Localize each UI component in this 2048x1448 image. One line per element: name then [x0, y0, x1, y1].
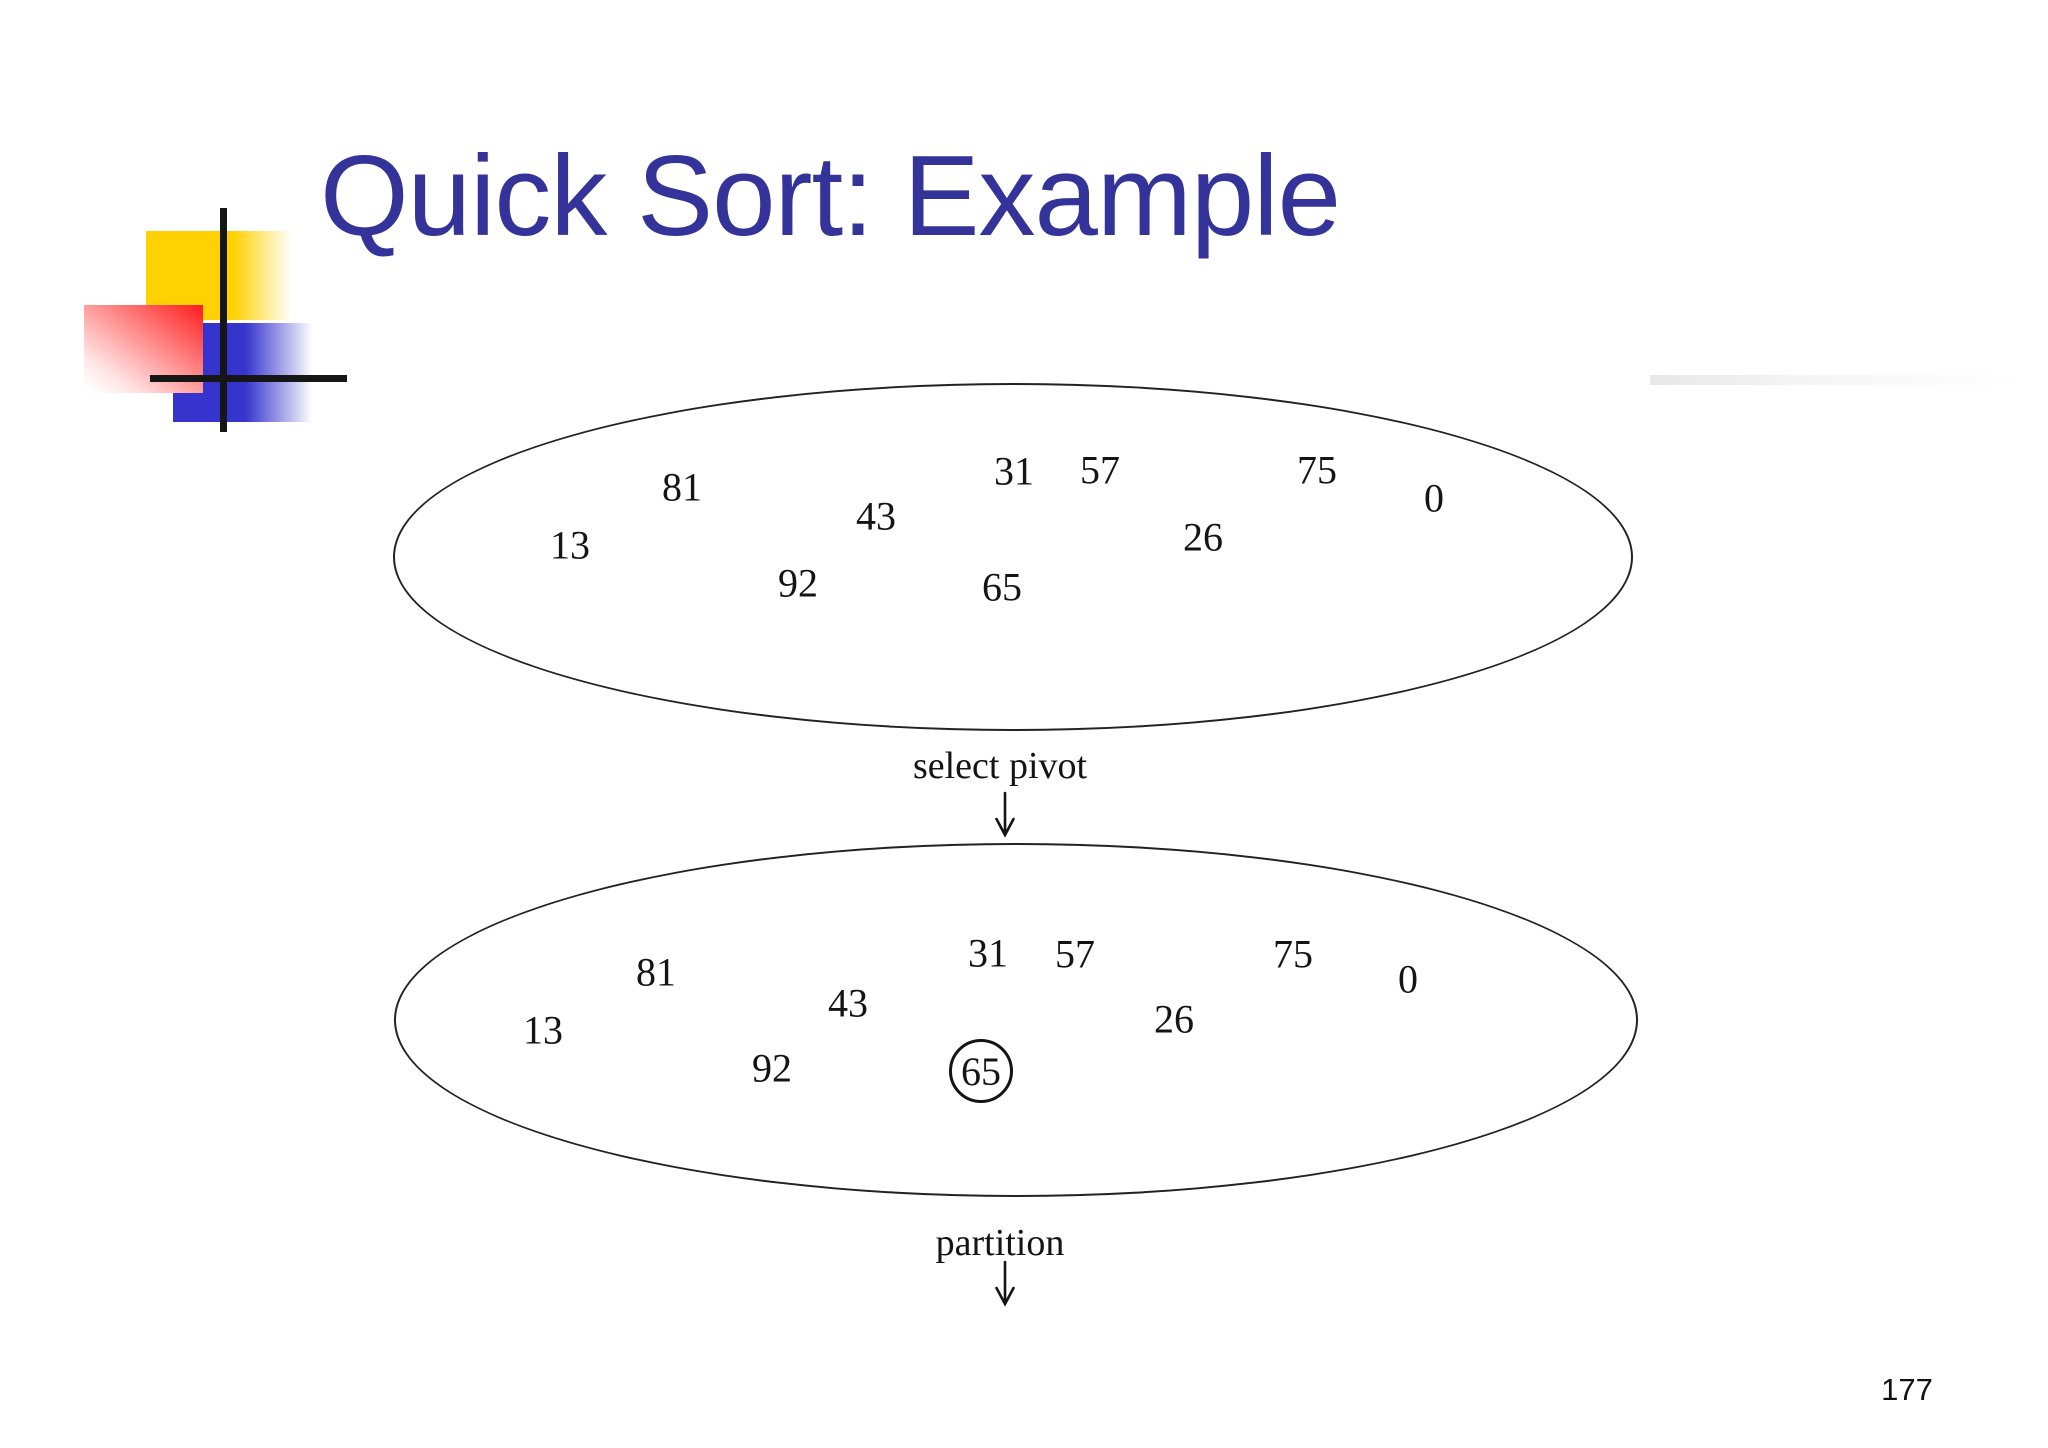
array-number: 0	[1398, 956, 1418, 1002]
down-arrow-icon	[995, 1260, 1015, 1307]
array-number: 43	[828, 980, 868, 1026]
page-number: 177	[1881, 1372, 1933, 1407]
array-number: 13	[550, 522, 590, 568]
array-number: 0	[1424, 475, 1444, 521]
array-number: 81	[636, 949, 676, 995]
slide-title: Quick Sort: Example	[320, 133, 1341, 260]
array-number: 43	[856, 493, 896, 539]
decoration-vertical-line	[220, 208, 227, 432]
array-number: 31	[994, 448, 1034, 494]
array-number: 26	[1154, 996, 1194, 1042]
array-number: 57	[1055, 931, 1095, 977]
array-number: 65	[982, 564, 1022, 610]
array-number: 75	[1297, 447, 1337, 493]
pivot-number-circled: 65	[949, 1039, 1013, 1103]
array-number: 81	[662, 464, 702, 510]
select-pivot-label: select pivot	[912, 745, 1088, 787]
partition-label: partition	[935, 1222, 1065, 1264]
down-arrow-icon	[995, 791, 1015, 838]
array-number: 92	[752, 1045, 792, 1091]
array-number: 57	[1080, 447, 1120, 493]
array-number: 13	[523, 1007, 563, 1053]
decoration-horizontal-line	[150, 375, 347, 382]
array-number: 26	[1183, 514, 1223, 560]
faint-scan-streak	[1650, 375, 2022, 385]
array-number: 92	[778, 560, 818, 606]
array-number: 31	[968, 930, 1008, 976]
pivot-selected-set-ellipse	[394, 843, 1638, 1197]
array-number: 75	[1273, 931, 1313, 977]
unsorted-set-ellipse	[393, 383, 1633, 731]
